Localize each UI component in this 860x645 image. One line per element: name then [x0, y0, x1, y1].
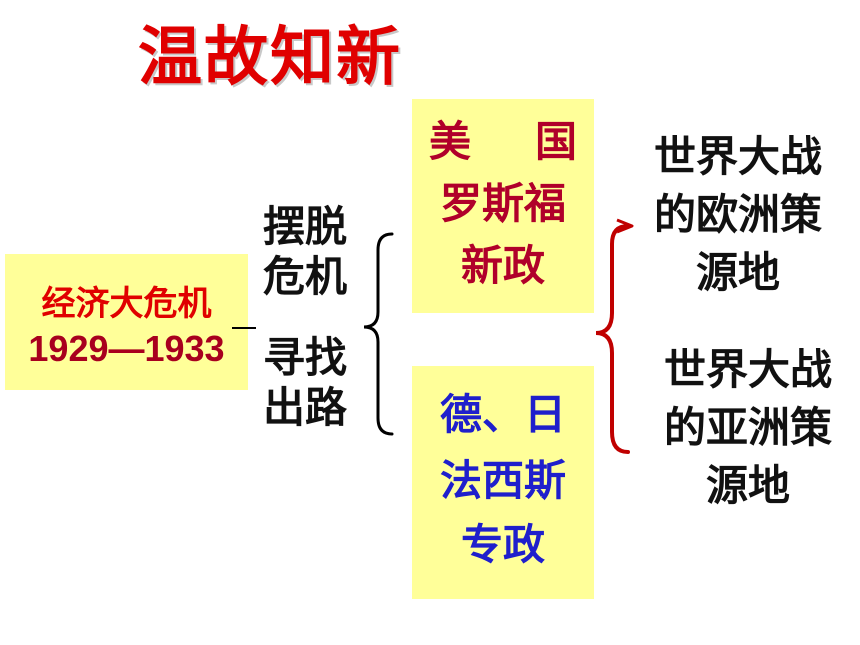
- usa-line-1-left: 美: [428, 117, 471, 166]
- crisis-name: 经济大危机: [41, 284, 212, 324]
- crisis-box: 经济大危机 1929—1933: [5, 254, 248, 390]
- ge-line-2: 法西斯: [439, 456, 566, 505]
- usa-line-1-right: 国: [535, 117, 578, 166]
- left-curly-bracket: [363, 232, 394, 436]
- usa-line-3: 新政: [460, 241, 545, 290]
- usa-line-2: 罗斯福: [439, 179, 566, 228]
- find-way-out-line-1: 寻找: [262, 333, 347, 382]
- europe-line-1: 世界大战: [653, 132, 822, 181]
- asia-line-3: 源地: [705, 461, 790, 510]
- ge-line-1: 德、日: [439, 390, 566, 439]
- crisis-years: 1929—1933: [28, 328, 225, 369]
- page-title: 温故知新: [138, 21, 402, 95]
- escape-crisis-label: 摆脱 危机: [250, 202, 360, 302]
- europe-line-2: 的欧洲策: [653, 190, 822, 239]
- crisis-connector-line: [232, 327, 256, 329]
- find-way-out-label: 寻找 出路: [250, 333, 360, 433]
- europe-line-3: 源地: [695, 248, 780, 297]
- escape-crisis-line-2: 危机: [262, 252, 347, 301]
- asia-war-source-label: 世界大战 的亚洲策 源地: [638, 341, 858, 515]
- escape-crisis-line-1: 摆脱: [262, 202, 347, 251]
- europe-war-source-label: 世界大战 的欧洲策 源地: [628, 128, 848, 302]
- usa-new-deal-box: 美国 罗斯福 新政: [412, 99, 594, 313]
- asia-line-2: 的亚洲策: [663, 403, 832, 452]
- right-curly-bracket: [595, 224, 630, 454]
- germany-japan-fascism-box: 德、日 法西斯 专政: [412, 366, 594, 599]
- find-way-out-line-2: 出路: [262, 383, 347, 432]
- asia-line-1: 世界大战: [663, 345, 832, 394]
- ge-line-3: 专政: [460, 520, 545, 569]
- usa-line-1: 美国: [412, 113, 594, 171]
